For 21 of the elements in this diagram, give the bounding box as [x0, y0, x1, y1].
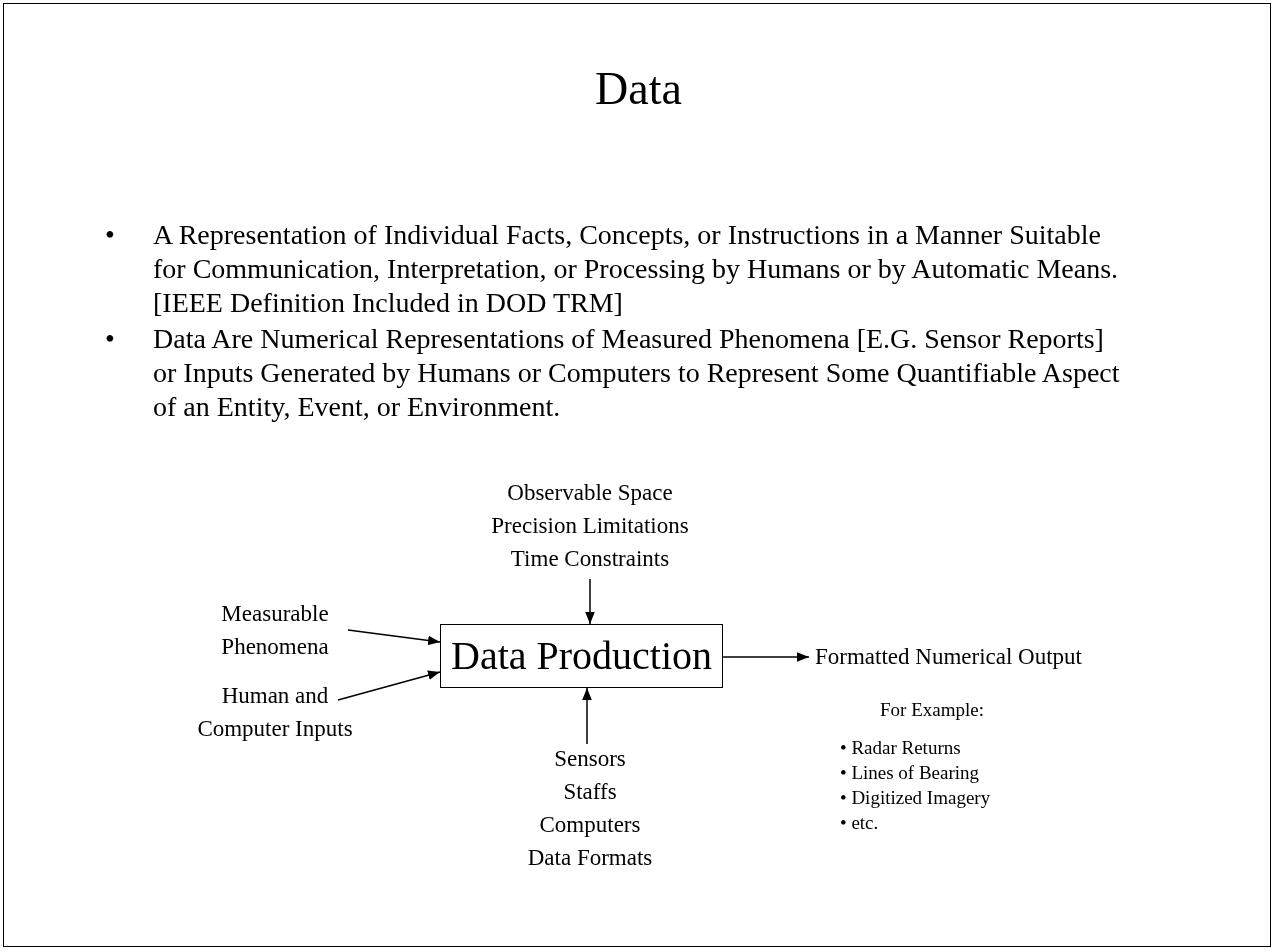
arrow — [722, 652, 810, 662]
arrow — [585, 578, 595, 625]
slide-title: Data — [594, 62, 683, 115]
arrow — [347, 629, 441, 646]
bullet-marker: • — [105, 218, 115, 252]
node-text: Human and Computer Inputs — [185, 679, 365, 745]
node-text: Observable Space Precision Limitations Time Constraints — [460, 476, 720, 575]
node-text: Sensors Staffs Computers Data Formats — [490, 742, 690, 874]
bullet-text: Data Are Numerical Representations of Measured Phenomena [E.G. Sensor Reports] or Inputs Generated by Humans or Computers to Represent Some Quantifiable Aspect of an Entity, Event, or Environment. — [153, 322, 1121, 424]
arrow — [582, 687, 592, 745]
example-heading: For Example: — [880, 698, 984, 722]
example-item: • etc. — [840, 811, 879, 835]
example-item: • Digitized Imagery — [840, 786, 991, 810]
bullet-marker: • — [105, 322, 115, 356]
node-text: Formatted Numerical Output — [815, 640, 1155, 673]
node-text: Measurable Phenomena — [205, 597, 345, 663]
example-item: • Lines of Bearing — [840, 761, 980, 785]
example-item: • Radar Returns — [840, 736, 961, 760]
process-box: Data Production — [440, 624, 724, 688]
arrow — [337, 670, 441, 701]
bullet-text: A Representation of Individual Facts, Concepts, or Instructions in a Manner Suitable for Communication, Interpretation, or Processing by Humans or by Automatic Means. [IEEE Definition Included in DOD TRM] — [153, 218, 1120, 320]
